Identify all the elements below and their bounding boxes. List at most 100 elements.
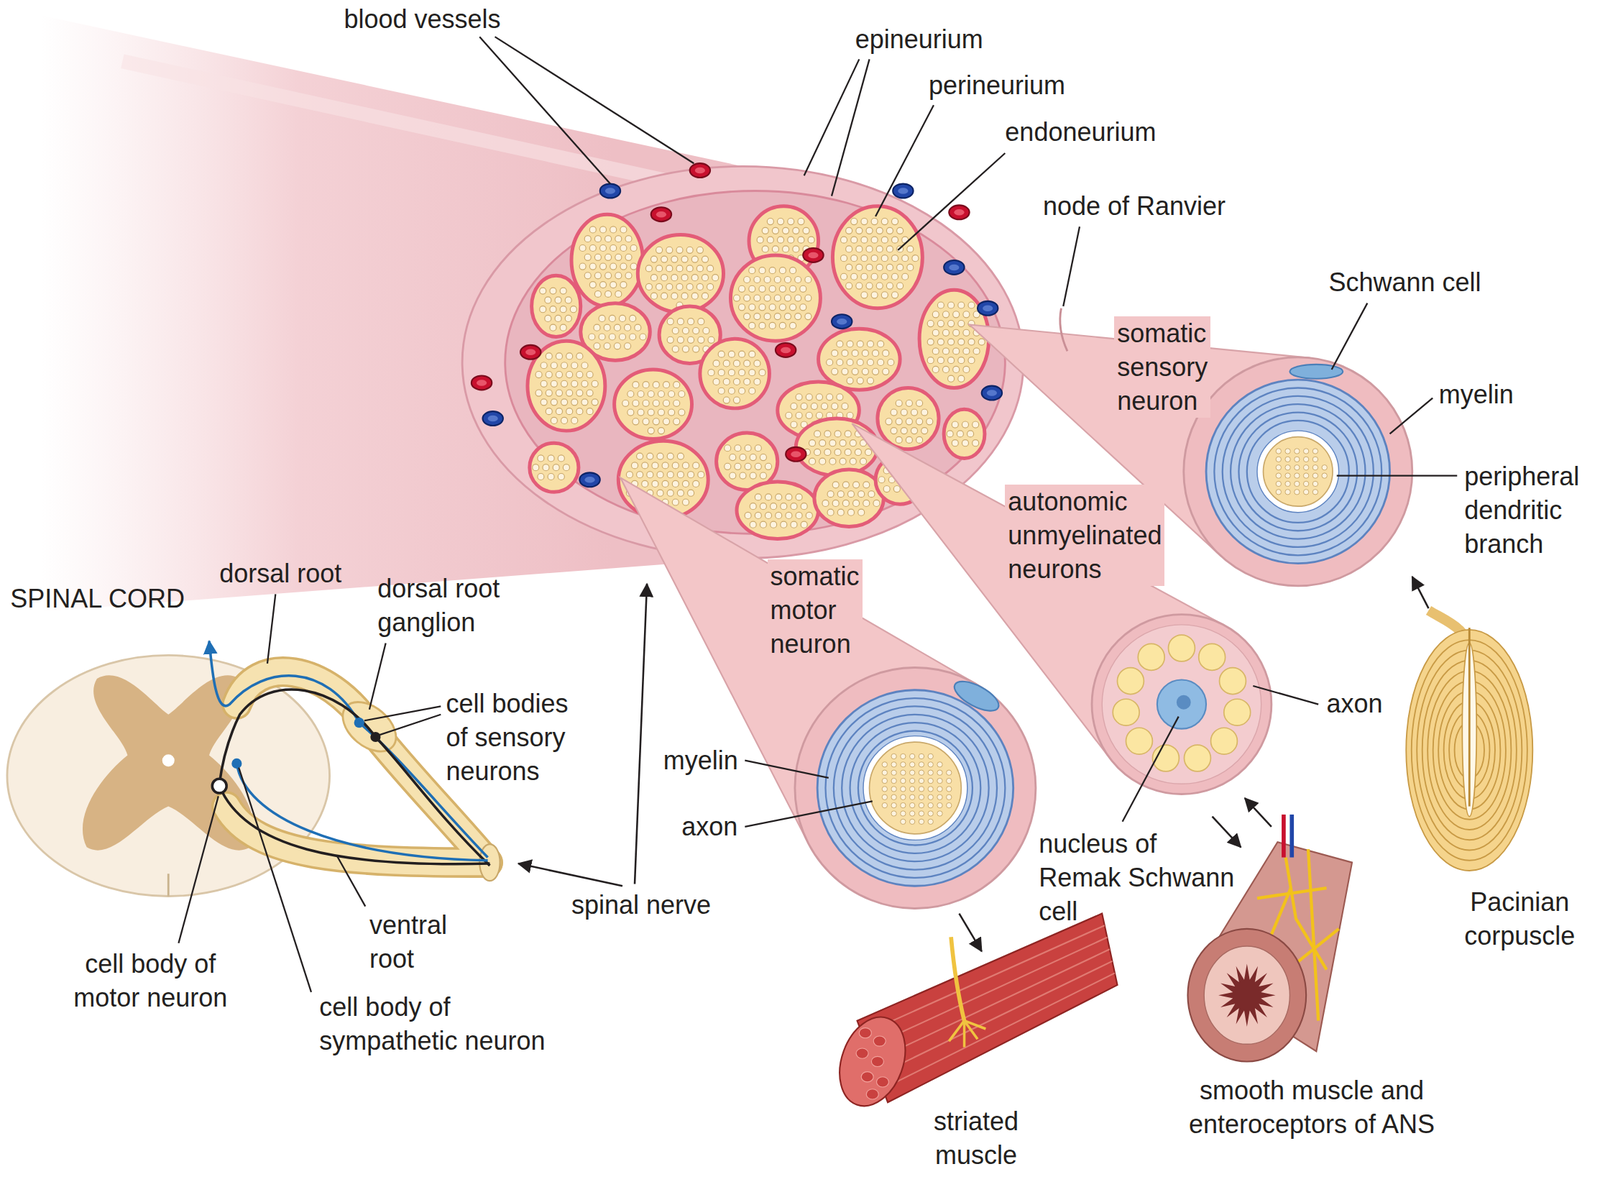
nerve-fiber <box>652 381 660 389</box>
neurofilament <box>1312 472 1318 478</box>
neurofilament <box>909 802 915 808</box>
nerve-fiber <box>792 227 800 234</box>
neurofilament <box>927 753 933 759</box>
nerve-fiber <box>808 457 816 465</box>
label-line: smooth muscle and <box>1188 1073 1435 1107</box>
neurofilament <box>1303 456 1309 462</box>
nerve-fiber <box>549 287 557 294</box>
leader-line <box>178 795 218 943</box>
axon-section <box>1263 437 1334 507</box>
vessel-lumen <box>897 187 908 195</box>
arrow <box>1244 797 1272 827</box>
nerve-fiber <box>576 389 583 397</box>
myelin-lamella <box>1247 420 1350 523</box>
nerve-fiber <box>603 342 611 350</box>
nerve-fiber <box>652 399 660 407</box>
nerve-fiber <box>856 227 863 234</box>
nerve-fiber <box>785 511 793 519</box>
nerve-fiber <box>968 338 975 346</box>
nerve-fiber <box>871 291 878 299</box>
neurofilament <box>900 810 906 816</box>
arrow <box>958 913 982 952</box>
nerve-fiber <box>545 389 553 397</box>
nerve-fiber <box>555 408 563 415</box>
nerve-fiber <box>759 304 766 311</box>
nerve-fiber <box>713 378 720 385</box>
neurofilament <box>918 777 924 783</box>
nerve-fiber <box>916 418 923 425</box>
neurofilament <box>946 802 952 808</box>
nerve-fiber <box>859 457 867 465</box>
vein <box>482 411 503 426</box>
nerve-fiber <box>832 481 839 489</box>
nerve-fiber <box>953 329 960 336</box>
nerve-fiber <box>632 381 639 389</box>
nerve-fiber <box>624 324 632 331</box>
nerve-fiber <box>856 340 864 348</box>
nerve-fiber <box>907 245 914 253</box>
nerve-fiber <box>564 314 572 322</box>
nerve-fiber <box>900 408 908 416</box>
nerve-fiber <box>666 246 673 254</box>
label-line: dendritic <box>1464 493 1580 527</box>
nerve-fiber <box>620 226 627 233</box>
nerve-fiber <box>759 453 767 461</box>
nerve-fiber <box>790 521 798 528</box>
nerve-fiber <box>682 498 689 506</box>
nerve-fiber <box>956 430 964 438</box>
leader-line <box>1122 716 1179 822</box>
neurofilament <box>946 786 952 792</box>
nerve-fiber <box>973 347 980 355</box>
nerve-fiber <box>814 430 821 438</box>
nerve-fiber <box>559 324 567 331</box>
neurofilament <box>881 794 887 800</box>
cell-label: cell body of motor neuron <box>73 946 228 1015</box>
label-line: cell <box>1038 894 1235 928</box>
nerve-fiber <box>743 294 751 302</box>
neurofilament <box>909 761 915 767</box>
nerve-fiber <box>937 357 944 364</box>
nerve-fiber <box>701 274 708 282</box>
nerve-fiber <box>784 294 791 302</box>
neurofilament <box>891 753 897 759</box>
nerve-fiber <box>789 285 797 292</box>
vein <box>981 385 1002 401</box>
organ-label: smooth muscle and enteroceptors of ANS <box>1188 1073 1435 1141</box>
layer-label: endoneurium <box>1004 115 1156 149</box>
nerve-fiber <box>712 274 719 282</box>
nerve-fiber <box>963 311 970 318</box>
neurofilament <box>1285 465 1291 471</box>
unmyelinated-axon <box>1137 643 1165 670</box>
nerve-fiber <box>630 244 637 251</box>
nerve-fiber <box>733 396 740 404</box>
nerve-fiber <box>834 430 841 438</box>
nerve-fiber <box>687 471 695 478</box>
leader-line <box>1331 303 1368 370</box>
nerve-fiber <box>842 481 849 489</box>
nerve-fiber <box>832 499 839 507</box>
nerve-fiber <box>761 245 769 253</box>
nucleolus <box>1176 695 1192 710</box>
nerve-fiber <box>764 294 771 302</box>
nerve-fiber <box>881 255 888 262</box>
neurofilament <box>891 761 897 767</box>
nerve-fiber <box>895 436 903 443</box>
nerve-fiber <box>672 462 679 469</box>
nerve-fiber <box>905 436 913 443</box>
autonomic-plexus <box>1257 887 1327 898</box>
nerve-fiber <box>807 236 815 243</box>
nerve-fiber <box>851 350 859 357</box>
nerve-fiber <box>661 462 669 469</box>
nerve-fiber <box>872 350 880 357</box>
nerve-fiber <box>605 235 612 243</box>
nerve-fiber <box>810 403 818 410</box>
muscle-fiber-section <box>866 1088 879 1100</box>
nerve-fiber <box>707 336 715 343</box>
nerve-fiber <box>676 283 683 290</box>
neurofilament <box>1321 465 1327 471</box>
neurofilament <box>1275 480 1281 486</box>
nerve-fiber <box>836 358 844 366</box>
nerve-fiber <box>831 368 839 375</box>
nerve-fiber <box>863 481 870 489</box>
